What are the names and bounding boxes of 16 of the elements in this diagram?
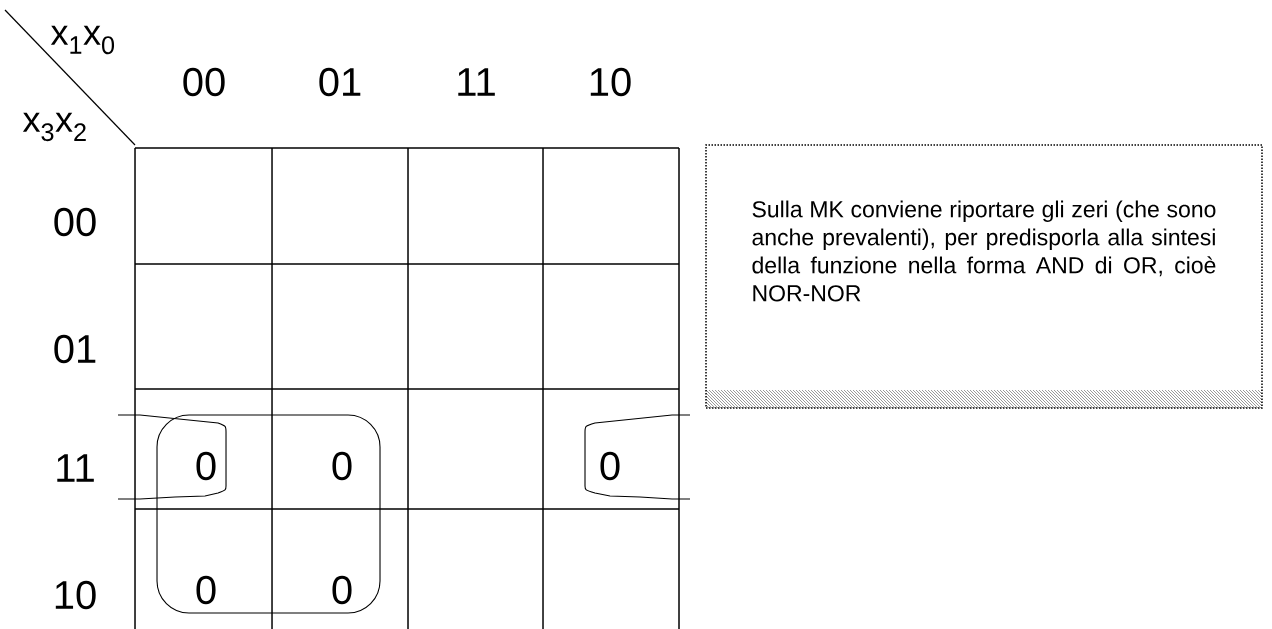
column-header: 11 (458, 68, 495, 96)
row-header: 00 (54, 207, 96, 237)
column-header: 10 (590, 67, 631, 97)
cell-value: 0 (196, 451, 216, 481)
axis-label: x$_{3}$x$_{2}$ (22, 112, 86, 142)
axis-label: x$_{1}$x$_{0}$ (50, 25, 115, 55)
cell-value: 0 (600, 451, 620, 481)
row-header: 10 (55, 580, 96, 610)
cell-value: 0 (332, 451, 352, 481)
column-header: 00 (183, 67, 225, 97)
row-header: 01 (54, 334, 96, 364)
row-header: 11 (57, 454, 94, 482)
column-header: 01 (319, 67, 361, 97)
cell-value: 0 (332, 575, 352, 605)
cell-value: 0 (196, 575, 216, 605)
note-box: Sulla MK conviene riportare gli zeri (che sono anche prevalenti), per predisporla alla sintesi della funzione nella forma AND di OR, cioè NOR-NOR (705, 144, 1263, 409)
